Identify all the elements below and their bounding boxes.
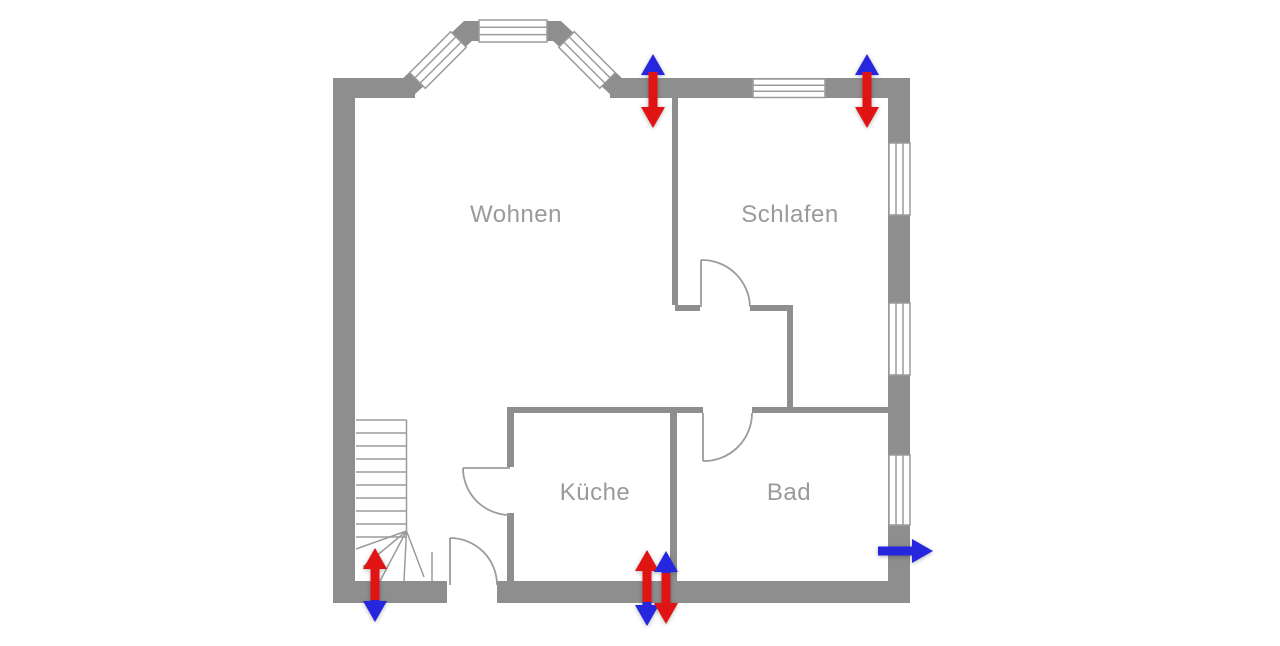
wall-schlafen-bottom-b [750, 305, 793, 311]
red-down-arrow [641, 72, 665, 128]
blue-down-arrow [635, 584, 659, 626]
wall-wohnen-schlafen [672, 98, 678, 305]
schlafen-door-arc [700, 259, 751, 308]
airflow-arrow-kueche-right [654, 551, 678, 624]
wall-kueche-left-upper [507, 407, 514, 467]
red-down-arrow [855, 72, 879, 128]
window-right-schlafen-upper [888, 142, 911, 216]
wall-schlafen-bottom-a [675, 305, 700, 311]
window-top-schlafen [752, 78, 826, 99]
bad-door [702, 412, 753, 462]
wall-kueche-left-lower [507, 513, 514, 581]
red-up-arrow [635, 550, 659, 602]
outer-walls [333, 78, 910, 603]
wall-left [333, 78, 355, 603]
blue-down-arrow [363, 582, 387, 622]
kueche-door [462, 467, 511, 516]
interior-walls [507, 98, 890, 581]
room-label-kueche: Küche [560, 479, 631, 506]
wall-flur-right [787, 311, 793, 407]
schlafen-door [700, 259, 751, 308]
wall-hall-bottom-b [752, 407, 890, 413]
window-bay-top [478, 19, 548, 43]
wall-kueche-bad [670, 413, 677, 581]
kueche-door-arc [462, 467, 511, 516]
wall-hall-bottom-a [507, 407, 703, 413]
red-down-arrow [654, 573, 678, 624]
stairs-winder-treads [355, 530, 433, 582]
doors [449, 259, 753, 586]
airflow-arrow-schlafen-window [855, 54, 879, 128]
windows [408, 19, 911, 526]
red-up-arrow [363, 548, 387, 600]
room-label-wohnen: Wohnen [470, 201, 562, 228]
room-label-bad: Bad [767, 479, 811, 506]
window-right-schlafen-lower [888, 302, 911, 376]
window-bay-right [557, 30, 617, 90]
airflow-arrow-stair-hall [363, 548, 387, 622]
wall-bottom-right [497, 581, 910, 603]
wall-bottom-left [333, 581, 447, 603]
stairs-straight-treads [356, 419, 408, 538]
airflow-arrows [363, 54, 933, 626]
entrance-door [449, 537, 498, 586]
stairs [355, 419, 433, 582]
room-label-schlafen: Schlafen [741, 201, 838, 228]
window-right-bad [888, 454, 911, 526]
wall-top-left [333, 78, 415, 98]
blue-right-arrow [878, 539, 933, 563]
window-bay-left [408, 30, 468, 90]
room-labels: Wohnen Schlafen Küche Bad [470, 201, 838, 506]
airflow-arrow-wohnen-window [641, 54, 665, 128]
airflow-arrow-bad-wall [878, 539, 933, 563]
airflow-arrow-kueche-left [635, 550, 659, 626]
entrance-door-arc [449, 537, 498, 586]
bad-door-arc [702, 412, 753, 462]
